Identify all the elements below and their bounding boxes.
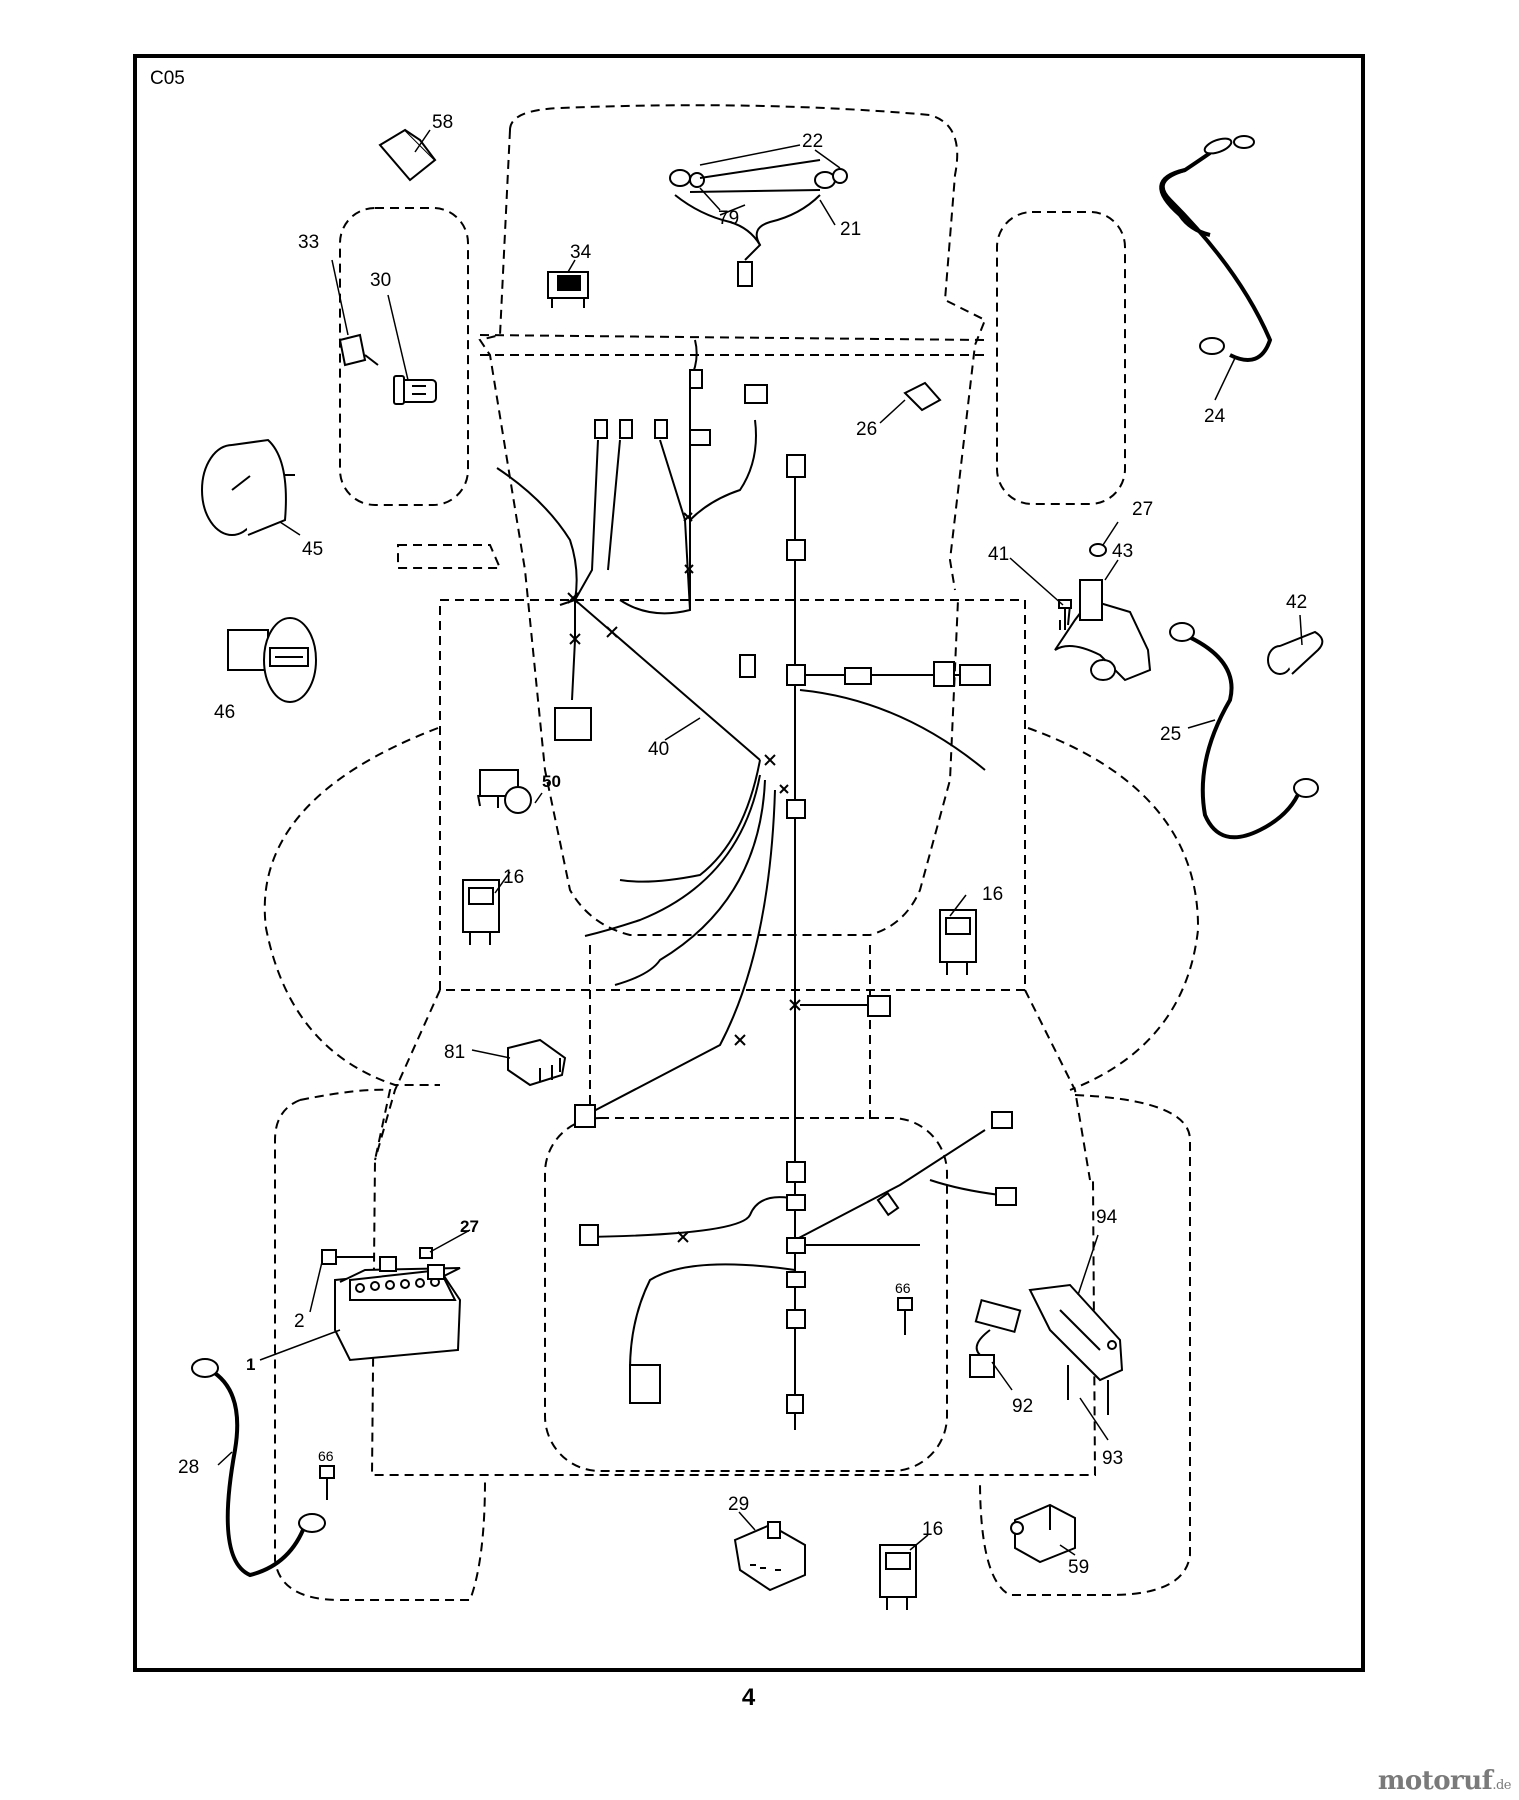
callout-2: 2 xyxy=(294,1311,305,1332)
callout-25: 25 xyxy=(1160,724,1181,745)
part-1-battery xyxy=(334,1256,462,1362)
callout-40: 40 xyxy=(648,739,669,760)
callout-26: 26 xyxy=(856,419,877,440)
callout-50: 50 xyxy=(542,772,561,791)
part-28-cable xyxy=(191,1358,326,1578)
part-33-key xyxy=(338,333,379,367)
part-59-module xyxy=(1010,1503,1076,1564)
callout-24: 24 xyxy=(1204,406,1226,427)
headlight-harness xyxy=(669,159,848,287)
callout-81: 81 xyxy=(444,1042,465,1063)
callout-21: 21 xyxy=(840,219,861,240)
callout-33: 33 xyxy=(298,232,319,253)
part-45-gauge xyxy=(201,438,295,536)
leader-lines xyxy=(217,129,1303,1556)
callout-42: 42 xyxy=(1286,592,1307,613)
callout-46: 46 xyxy=(214,702,235,723)
callout-41: 41 xyxy=(988,544,1009,565)
callout-27-solenoid: 27 xyxy=(1132,499,1153,520)
callout-29: 29 xyxy=(728,1494,749,1515)
callout-92: 92 xyxy=(1012,1396,1033,1417)
callout-94: 94 xyxy=(1096,1207,1118,1228)
callout-16-right: 16 xyxy=(982,884,1003,905)
callout-93: 93 xyxy=(1102,1448,1123,1469)
part-25-cable xyxy=(1169,622,1319,840)
tractor-outline xyxy=(263,104,1200,1601)
callout-16-left: 16 xyxy=(503,867,524,888)
part-94-switch xyxy=(1028,1283,1124,1382)
part-58-shape xyxy=(378,128,437,182)
watermark-text: motoruf xyxy=(1377,1766,1493,1796)
part-66-screw-b xyxy=(319,1465,335,1500)
callout-28: 28 xyxy=(178,1457,199,1478)
callout-58: 58 xyxy=(432,112,453,133)
callout-66-left: 66 xyxy=(318,1448,334,1464)
watermark-logo: motoruf.de xyxy=(1377,1766,1512,1796)
callout-59: 59 xyxy=(1068,1557,1089,1578)
main-wire-harness xyxy=(496,339,1001,1430)
diagram-code: C05 xyxy=(150,68,185,89)
part-16-relay-c xyxy=(879,1544,917,1610)
harness-connectors xyxy=(554,369,1017,1414)
part-81-relay xyxy=(507,1038,567,1087)
part-66-screw-a xyxy=(897,1297,913,1335)
callout-34: 34 xyxy=(570,242,592,263)
part-41-bolt xyxy=(1058,599,1072,630)
junction-marks xyxy=(567,512,801,1243)
part-16-relay-a xyxy=(462,879,500,945)
part-30-ignition xyxy=(393,375,437,405)
callout-22: 22 xyxy=(802,131,823,152)
diagram-frame xyxy=(133,54,1365,1672)
page-number: 4 xyxy=(741,1684,756,1711)
watermark-tld: .de xyxy=(1492,1778,1511,1793)
part-16-relay-b xyxy=(939,909,977,975)
callout-16-bottom: 16 xyxy=(922,1519,943,1540)
part-29-switch xyxy=(733,1521,806,1592)
callout-45: 45 xyxy=(302,539,323,560)
callout-79: 79 xyxy=(718,208,739,229)
part-43-solenoid xyxy=(1054,543,1152,682)
part-42-boot xyxy=(1267,630,1324,675)
part-50-switch xyxy=(477,769,532,814)
callout-30: 30 xyxy=(370,270,391,291)
part-24-cable xyxy=(1159,135,1273,362)
callout-43: 43 xyxy=(1112,541,1133,562)
callout-66-center: 66 xyxy=(895,1280,911,1296)
part-93-screws xyxy=(1067,1365,1109,1415)
part-26-fuse xyxy=(903,381,942,412)
callout-1: 1 xyxy=(246,1355,255,1374)
part-27-nut xyxy=(419,1247,433,1259)
part-34-switch xyxy=(547,271,589,308)
callout-27-battery: 27 xyxy=(460,1217,479,1236)
part-2-bolt xyxy=(321,1249,375,1265)
part-46-hourmeter xyxy=(227,617,317,703)
